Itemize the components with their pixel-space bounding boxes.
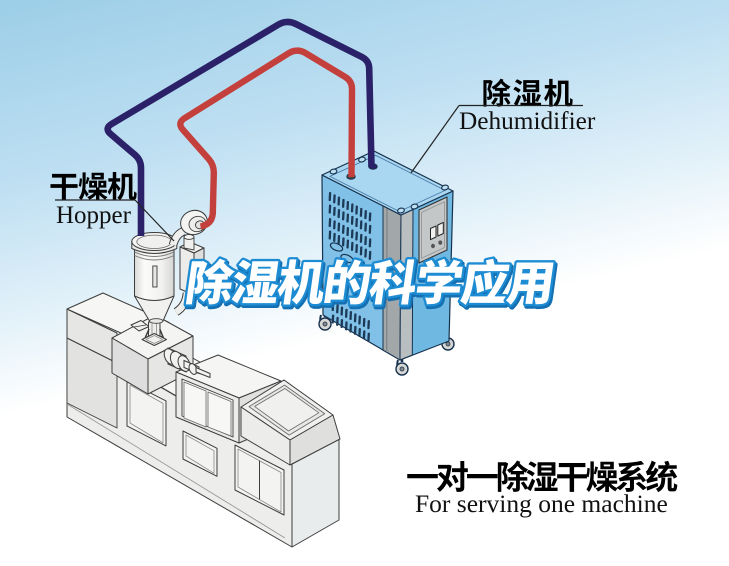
svg-text:Hopper: Hopper <box>56 202 132 229</box>
svg-text:Dehumidifier: Dehumidifier <box>459 107 596 135</box>
svg-text:For serving one machine: For serving one machine <box>415 489 668 518</box>
